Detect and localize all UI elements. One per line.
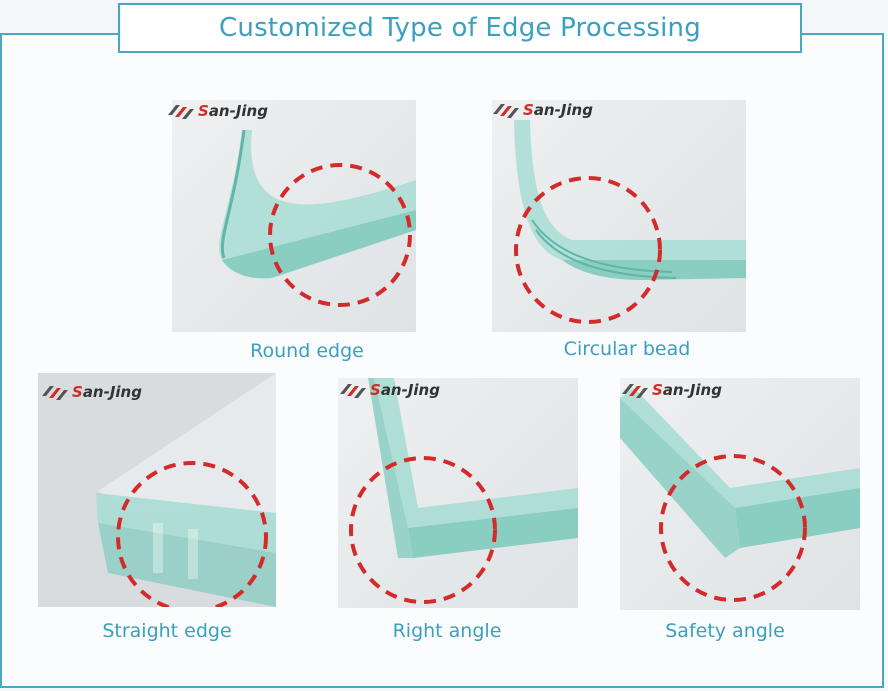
circular-bead-glass-illustration bbox=[514, 120, 746, 324]
photo-safety-angle bbox=[620, 378, 860, 610]
right-angle-glass-illustration bbox=[349, 378, 578, 604]
san-jing-logo-icon bbox=[340, 384, 366, 398]
caption-safety-angle: Safety angle bbox=[665, 620, 785, 642]
caption-circular-bead: Circular bead bbox=[563, 338, 691, 360]
safety-angle-glass-illustration bbox=[620, 388, 860, 602]
photo-right-angle bbox=[338, 378, 578, 608]
photo-round-edge bbox=[172, 100, 416, 332]
san-jing-logo-icon bbox=[168, 105, 194, 119]
photo-straight-edge bbox=[38, 373, 276, 607]
photo-circular-bead bbox=[492, 100, 746, 332]
san-jing-logo-icon bbox=[42, 386, 68, 400]
page-title: Customized Type of Edge Processing bbox=[118, 3, 802, 53]
round-edge-glass-illustration bbox=[219, 129, 416, 307]
san-jing-logo-icon bbox=[493, 104, 519, 118]
page-title-text: Customized Type of Edge Processing bbox=[219, 13, 701, 43]
caption-straight-edge: Straight edge bbox=[102, 620, 232, 642]
straight-edge-glass-illustration bbox=[38, 373, 276, 607]
caption-right-angle: Right angle bbox=[392, 620, 502, 642]
caption-round-edge: Round edge bbox=[250, 340, 364, 362]
san-jing-logo-icon bbox=[622, 384, 648, 398]
